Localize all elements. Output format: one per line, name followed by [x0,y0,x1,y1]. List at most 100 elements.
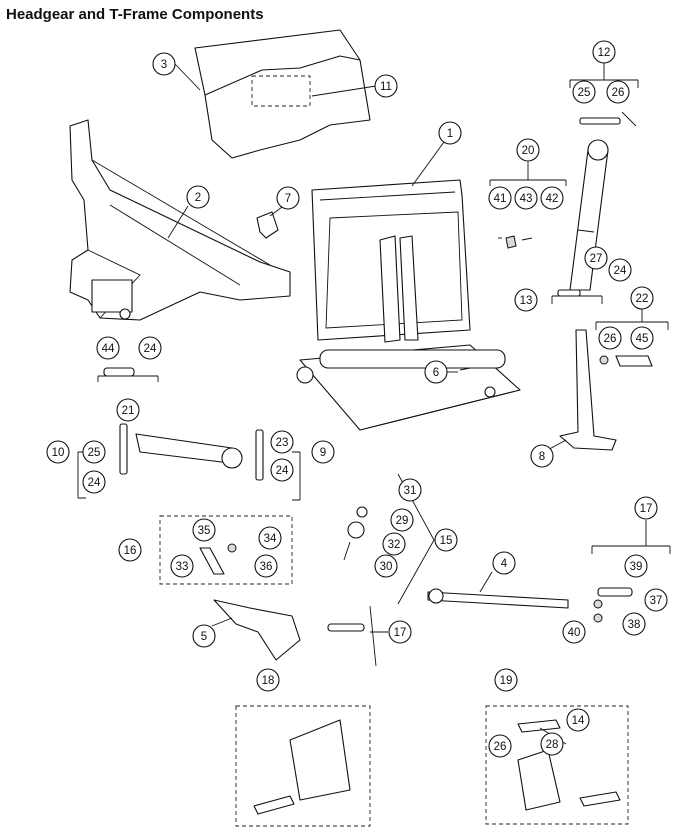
lift-cylinder-part [569,139,609,291]
callout-36-label: 36 [260,561,273,573]
callout-41: 41 [488,186,512,210]
callout-11: 11 [374,74,398,98]
callout-9-label: 9 [320,447,326,459]
angle-cylinder-part [77,423,301,501]
callout-9: 9 [311,440,335,464]
stand-bracket-part [559,329,617,451]
callout-16-label: 16 [124,545,137,557]
callout-10-label: 10 [52,447,65,459]
callout-15-label: 15 [440,535,453,547]
callout-14: 14 [566,708,590,732]
callout-26c-label: 26 [494,741,507,753]
callout-26b: 26 [598,326,622,350]
callout-22-label: 22 [636,293,649,305]
callout-31-label: 31 [404,485,417,497]
callout-37-label: 37 [650,595,663,607]
callout-24a-label: 24 [144,343,157,355]
callout-8-label: 8 [539,451,545,463]
callout-1: 1 [438,121,462,145]
callout-2-label: 2 [195,192,201,204]
callout-26b-label: 26 [604,333,617,345]
callout-15: 15 [434,528,458,552]
callout-24b-label: 24 [88,477,101,489]
callout-33-label: 33 [176,561,189,573]
callout-23-label: 23 [276,437,289,449]
callout-39-label: 39 [630,561,643,573]
callout-2: 2 [186,185,210,209]
callout-41-label: 41 [494,193,507,205]
callout-4-label: 4 [501,558,508,570]
pin-set-12-part [569,62,639,127]
page-title: Headgear and T-Frame Components [6,6,264,23]
callout-6: 6 [424,360,448,384]
hardware-group-17-right [591,520,671,623]
callout-29-label: 29 [396,515,409,527]
callout-24c-label: 24 [276,465,289,477]
hardware-group-20 [489,162,567,249]
callout-3: 3 [152,52,176,76]
callout-44: 44 [96,336,120,360]
callout-17b: 17 [388,620,412,644]
callout-17b-label: 17 [394,627,407,639]
callout-3-label: 3 [161,59,167,71]
hardware-group-17-middle [327,605,377,667]
kit-19 [485,705,629,825]
callout-35-label: 35 [198,525,211,537]
callout-26a: 26 [606,80,630,104]
callout-33: 33 [170,554,194,578]
callout-26a-label: 26 [612,87,625,99]
lift-frame-part [296,179,521,431]
callout-25a-label: 25 [578,87,591,99]
hardware-group-21 [97,367,159,382]
callout-24d: 24 [608,258,632,282]
callout-14-label: 14 [572,715,585,727]
callout-40: 40 [562,620,586,644]
callout-24b: 24 [82,470,106,494]
callout-23: 23 [270,430,294,454]
callout-34-label: 34 [264,533,277,545]
pin-6-part [459,367,471,371]
cover-hood-part [194,29,371,159]
callout-38: 38 [622,612,646,636]
callout-10: 10 [46,440,70,464]
callout-43: 43 [514,186,538,210]
callout-6-label: 6 [433,367,439,379]
callout-24c: 24 [270,458,294,482]
callout-31: 31 [398,478,422,502]
callout-25b-label: 25 [88,447,101,459]
hardware-group-13 [551,289,603,304]
callout-7: 7 [276,186,300,210]
callout-25a: 25 [572,80,596,104]
callout-42-label: 42 [546,193,559,205]
callout-19-label: 19 [500,675,513,687]
callout-21-label: 21 [122,405,135,417]
callout-27-label: 27 [590,253,603,265]
callout-29: 29 [390,508,414,532]
callout-12-label: 12 [598,47,611,59]
callout-4: 4 [492,551,516,575]
callout-40-label: 40 [568,627,581,639]
callout-24d-label: 24 [614,265,627,277]
callout-21: 21 [116,398,140,422]
callout-17a: 17 [634,496,658,520]
bracket-7-part [256,211,279,239]
callout-24a: 24 [138,336,162,360]
callout-13-label: 13 [520,295,533,307]
callout-5-label: 5 [201,631,207,643]
callout-22: 22 [630,286,654,310]
callout-17a-label: 17 [640,503,653,515]
callout-18: 18 [256,668,280,692]
callout-45-label: 45 [636,333,649,345]
callout-30: 30 [374,554,398,578]
arm-5-part [213,599,301,661]
callout-1-label: 1 [447,128,453,140]
callout-28-label: 28 [546,739,559,751]
callout-20: 20 [516,138,540,162]
t-frame-part [69,119,291,321]
callout-39: 39 [624,554,648,578]
callout-13: 13 [514,288,538,312]
callout-19: 19 [494,668,518,692]
bar-4-part [427,588,569,609]
callout-32-label: 32 [388,539,401,551]
